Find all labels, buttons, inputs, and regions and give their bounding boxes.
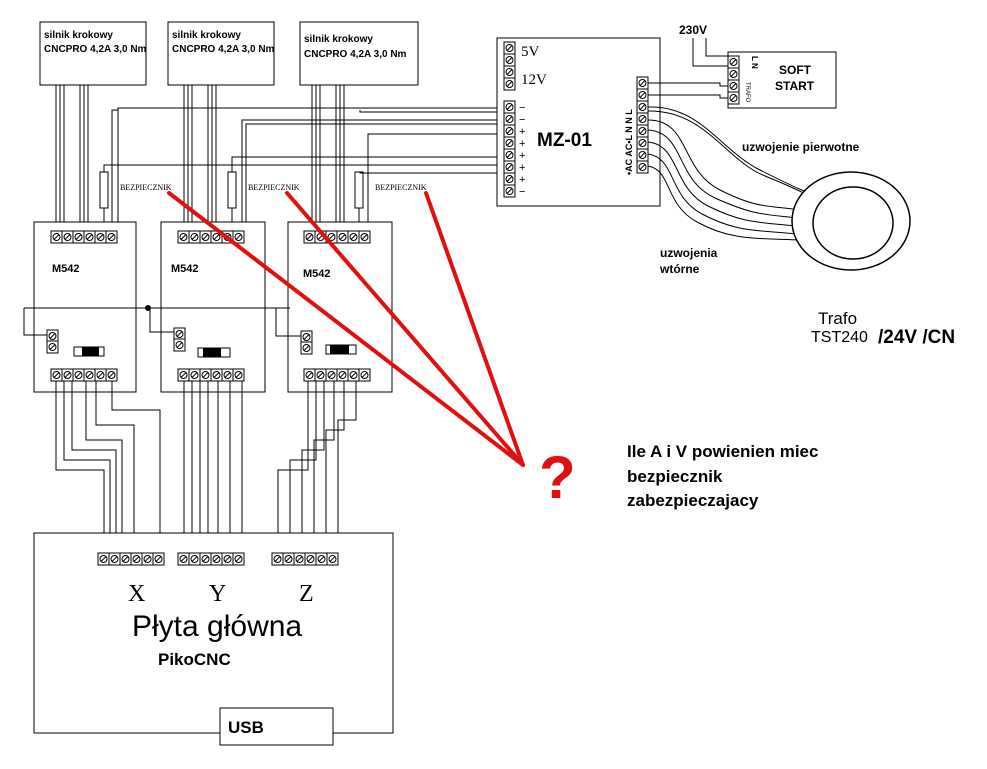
usb-label: USB bbox=[228, 718, 264, 737]
mains-voltage: 230V bbox=[679, 23, 707, 37]
board-z-terminals bbox=[271, 552, 339, 566]
softstart-pins: L N bbox=[750, 56, 759, 69]
psu-ac-label: •AC AC•L N N L bbox=[624, 109, 634, 175]
motor-2-label: silnik krokowy bbox=[172, 30, 241, 41]
motor-1-spec: CNCPRO 4,2A 3,0 Nm bbox=[44, 44, 147, 55]
axis-x-label: X bbox=[128, 581, 145, 607]
secondary-winding-label-2: wtórne bbox=[659, 262, 700, 276]
svg-text:−: − bbox=[519, 114, 525, 126]
driver-1: M542 bbox=[33, 221, 137, 393]
driver-2-bottom-terminals bbox=[177, 368, 245, 382]
driver-3-label: M542 bbox=[303, 268, 331, 280]
driver-3-bottom-terminals bbox=[303, 368, 371, 382]
driver-1-top-terminals bbox=[50, 230, 118, 244]
psu-right-terminals bbox=[636, 76, 649, 174]
question-mark: ? bbox=[539, 444, 576, 511]
primary-winding-label: uzwojenie pierwotne bbox=[742, 140, 860, 154]
board-x-terminals bbox=[97, 552, 165, 566]
softstart-line1: SOFT bbox=[779, 63, 812, 77]
driver-2-dip bbox=[173, 327, 231, 358]
motor-3-label: silnik krokowy bbox=[304, 34, 373, 45]
svg-text:−: − bbox=[519, 102, 525, 114]
fuse-label-3: BEZPIECZNIK bbox=[375, 183, 427, 192]
board-title: Płyta główna bbox=[132, 610, 302, 643]
driver-1-bottom-terminals bbox=[50, 368, 118, 382]
psu-mz01: 5V 12V − − + + + + + − MZ-01 •AC AC•L N … bbox=[496, 37, 661, 207]
toroid-inner bbox=[812, 186, 894, 260]
enable-bus bbox=[23, 305, 301, 337]
board-y-terminals bbox=[177, 552, 245, 566]
trafo-model-prefix: TST240 bbox=[811, 329, 868, 346]
motor-3-spec: CNCPRO 4,2A 3,0 Nm bbox=[304, 49, 407, 60]
fuse-labels: BEZPIECZNIK BEZPIECZNIK BEZPIECZNIK bbox=[120, 183, 427, 192]
svg-text:−: − bbox=[519, 186, 525, 198]
psu-left-terminals bbox=[503, 41, 516, 198]
fuse-label-1: BEZPIECZNIK bbox=[120, 183, 172, 192]
axis-y-label: Y bbox=[209, 581, 226, 607]
board-subtitle: PikoCNC bbox=[158, 650, 231, 669]
main-board: X Y Z Płyta główna PikoCNC USB bbox=[33, 532, 394, 746]
motor-2-spec: CNCPRO 4,2A 3,0 Nm bbox=[172, 44, 275, 55]
motor-1-label: silnik krokowy bbox=[44, 30, 113, 41]
driver-1-dip bbox=[46, 329, 105, 357]
driver-2-label: M542 bbox=[171, 263, 199, 275]
softstart-trafo: TRAFO bbox=[744, 82, 750, 103]
psu-title: MZ-01 bbox=[537, 130, 592, 151]
question-line-2: bezpiecznik bbox=[627, 467, 723, 486]
softstart-line2: START bbox=[775, 79, 815, 93]
question-line-3: zabezpieczajacy bbox=[627, 491, 759, 510]
svg-text:+: + bbox=[519, 150, 525, 162]
svg-text:+: + bbox=[519, 138, 525, 150]
stepper-motor-2: silnik krokowy CNCPRO 4,2A 3,0 Nm bbox=[167, 21, 275, 86]
driver-3-top-terminals bbox=[303, 230, 371, 244]
secondary-winding-label-1: uzwojenia bbox=[660, 246, 718, 260]
motor-wires bbox=[55, 85, 345, 232]
svg-text:+: + bbox=[519, 126, 525, 138]
trafo-name: Trafo bbox=[818, 309, 857, 328]
svg-text:+: + bbox=[519, 174, 525, 186]
usb-port bbox=[219, 707, 334, 746]
question-line-1: Ile A i V powienien miec bbox=[627, 442, 818, 461]
psu-polarity: − − + + + + + − bbox=[519, 102, 525, 198]
psu-5v-label: 5V bbox=[521, 44, 540, 60]
psu-12v-label: 12V bbox=[521, 72, 547, 88]
annotation-lines bbox=[167, 191, 525, 467]
svg-text:+: + bbox=[519, 162, 525, 174]
signal-wires bbox=[55, 381, 357, 556]
fuse-label-2: BEZPIECZNIK bbox=[248, 183, 300, 192]
trafo-model-suffix: /24V /CN bbox=[878, 327, 955, 348]
axis-z-label: Z bbox=[299, 581, 314, 607]
stepper-motor-3: silnik krokowy CNCPRO 4,2A 3,0 Nm bbox=[299, 21, 419, 86]
driver-1-label: M542 bbox=[52, 263, 80, 275]
soft-start: 230V L N TRAFO SOFT START bbox=[648, 23, 837, 109]
stepper-motor-1: silnik krokowy CNCPRO 4,2A 3,0 Nm bbox=[39, 21, 147, 86]
driver-3-dip bbox=[300, 330, 357, 355]
driver-3: M542 bbox=[287, 221, 393, 393]
transformer: uzwojenie pierwotne uzwojenia wtórne Tra… bbox=[647, 106, 955, 348]
driver-2: M542 bbox=[160, 221, 266, 393]
